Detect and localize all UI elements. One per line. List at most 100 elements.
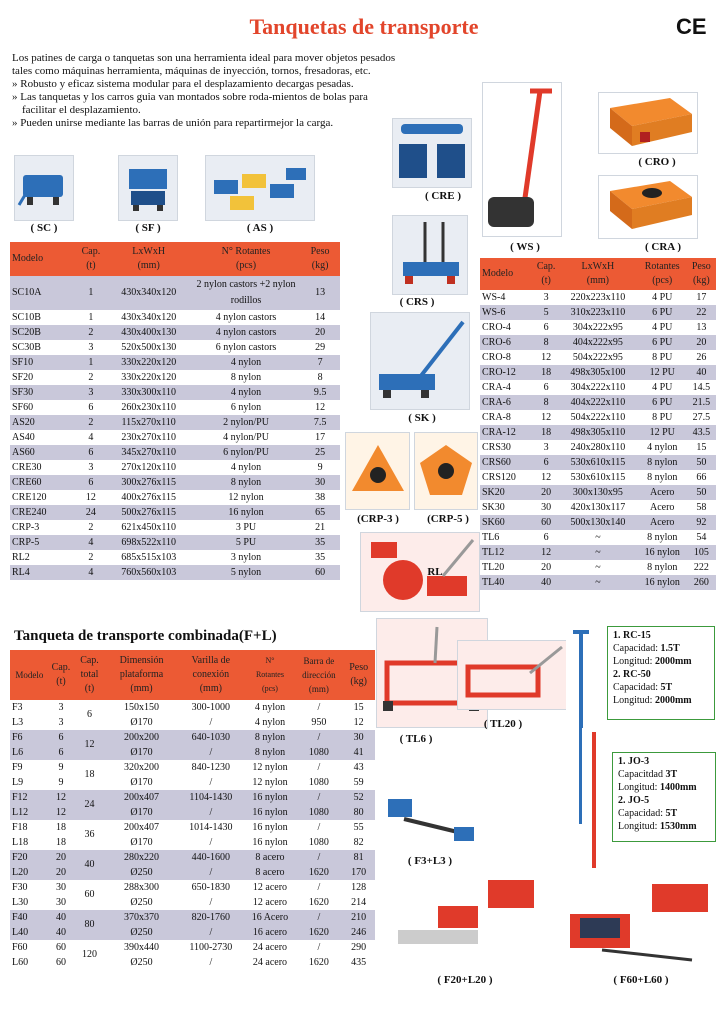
- table-cell: 500x276x115: [105, 505, 192, 520]
- table-cell: 18: [534, 425, 559, 440]
- skates-table-2: Modelo Cap. (t) LxWxH (mm) Rotantes (pcs…: [480, 258, 716, 590]
- table-cell: 300-1000: [191, 701, 230, 713]
- table-cell: 4 nylon: [647, 441, 678, 453]
- caption-f3l3: ( F3+L3 ): [407, 855, 453, 867]
- table-cell: 35: [300, 535, 340, 550]
- table-cell: 430x400x130: [105, 325, 192, 340]
- table-cell: 504x222x95: [572, 351, 623, 363]
- caption-rl: RL: [427, 566, 443, 578]
- table-cell: 12 acero: [252, 881, 288, 893]
- f20l20-skate-image: [390, 868, 560, 968]
- table-cell: 498x305x110: [558, 425, 638, 440]
- table-cell: SF10: [10, 355, 77, 370]
- intro-bullet: » Robusto y eficaz sistema modular para …: [12, 78, 354, 90]
- table-cell: 66: [696, 471, 707, 483]
- table-cell: 950: [311, 716, 327, 728]
- table-cell: /: [177, 925, 245, 940]
- table-cell: Ø170: [130, 776, 153, 788]
- table-cell: 260x230x110: [121, 401, 176, 413]
- table-cell: 22: [686, 305, 716, 320]
- table-cell: 214: [351, 896, 367, 908]
- caption-sf: ( SF ): [135, 222, 161, 234]
- table-cell: 3: [543, 441, 549, 453]
- caption-f60l60: ( F60+L60 ): [613, 974, 669, 986]
- table-cell: 8 nylon: [244, 730, 296, 745]
- table-cell: 9: [58, 761, 64, 773]
- table-cell: 698x522x110: [105, 535, 192, 550]
- table-cell: 2 nylon castors +2 nylon rodillos: [191, 276, 301, 310]
- crp3-skate-image: [345, 432, 410, 510]
- info-line: Capacidad: 1.5T: [613, 643, 680, 654]
- table-cell: /: [295, 910, 343, 925]
- table-cell: /: [177, 745, 245, 760]
- table-cell: 3: [88, 341, 94, 353]
- table-cell: SC10B: [12, 311, 41, 323]
- table-cell: 15: [353, 701, 364, 713]
- intro-bullet: » Las tanquetas y los carros guia van mo…: [12, 91, 368, 116]
- table-cell: 8 nylon: [647, 471, 678, 483]
- table-cell: 36: [84, 829, 95, 840]
- table-cell: CRA-8: [482, 411, 511, 423]
- table-cell: 5 PU: [191, 535, 301, 550]
- table-cell: 8 nylon: [647, 531, 678, 543]
- table-cell: Ø170: [105, 805, 178, 820]
- table-cell: 21.5: [686, 395, 716, 410]
- intro-text: Los patines de carga o tanquetas son una…: [12, 52, 402, 130]
- table-cell: 41: [342, 745, 375, 760]
- table-cell: 12 nylon: [252, 761, 288, 773]
- table-cell: Acero: [637, 485, 687, 500]
- intro-bullet: » Pueden unirse mediante las barras de u…: [12, 117, 334, 129]
- table-cell: 20: [48, 865, 74, 880]
- table-cell: 8: [317, 371, 323, 383]
- table-cell: 3: [543, 291, 549, 303]
- table-cell: CRP-5: [10, 535, 77, 550]
- info-line: Capacidad: 5T: [618, 808, 678, 819]
- table-cell: 4 nylon castors: [191, 325, 301, 340]
- table-cell: 12: [85, 491, 96, 503]
- table-cell: 30: [541, 501, 552, 513]
- table-cell: 80: [73, 910, 106, 940]
- table-cell: 1620: [295, 865, 343, 880]
- table-cell: 6 nylon: [230, 401, 262, 413]
- page-title: Tanquetas de transporte: [249, 14, 479, 39]
- caption-sc: ( SC ): [30, 222, 58, 234]
- table-cell: 3 nylon: [230, 551, 262, 563]
- table-cell: 150x150: [124, 701, 159, 713]
- table-cell: 12: [315, 401, 326, 413]
- table-cell: 8 nylon: [230, 371, 262, 383]
- table-cell: 498x305x100: [558, 365, 638, 380]
- caption-tl6: ( TL6 ): [399, 733, 433, 745]
- info-line: 1. RC-15: [613, 630, 651, 641]
- table-cell: 440-1600: [177, 850, 245, 865]
- info-line: 2. RC-50: [613, 669, 651, 680]
- table-cell: SC20B: [10, 325, 77, 340]
- table-cell: 4 nylon: [191, 385, 301, 400]
- table-cell: 330x220x120: [105, 355, 192, 370]
- table-cell: 2 nylon/PU: [191, 415, 301, 430]
- intro-paragraph: Los patines de carga o tanquetas son una…: [12, 52, 396, 77]
- table-cell: L6: [10, 745, 49, 760]
- table-cell: 16 nylon: [252, 821, 288, 833]
- table-cell: 6: [48, 730, 74, 745]
- table-cell: 300x276x115: [105, 475, 192, 490]
- table-cell: 5: [534, 305, 559, 320]
- table-cell: 13: [300, 276, 340, 310]
- table-cell: SC30B: [12, 341, 41, 353]
- table-cell: /: [317, 761, 321, 773]
- table-cell: 21: [315, 521, 326, 533]
- table-cell: 2: [88, 521, 94, 533]
- table-cell: 6: [76, 445, 106, 460]
- col-header: LxWxH (mm): [558, 258, 638, 290]
- table-cell: F3: [12, 701, 23, 713]
- table-cell: CRA-4: [482, 381, 511, 393]
- table-cell: 2: [76, 415, 106, 430]
- table-cell: 320x200: [124, 761, 159, 773]
- table-cell: 8 acero: [244, 850, 296, 865]
- table-cell: 3 PU: [235, 521, 257, 533]
- table-cell: 621x450x110: [121, 521, 176, 533]
